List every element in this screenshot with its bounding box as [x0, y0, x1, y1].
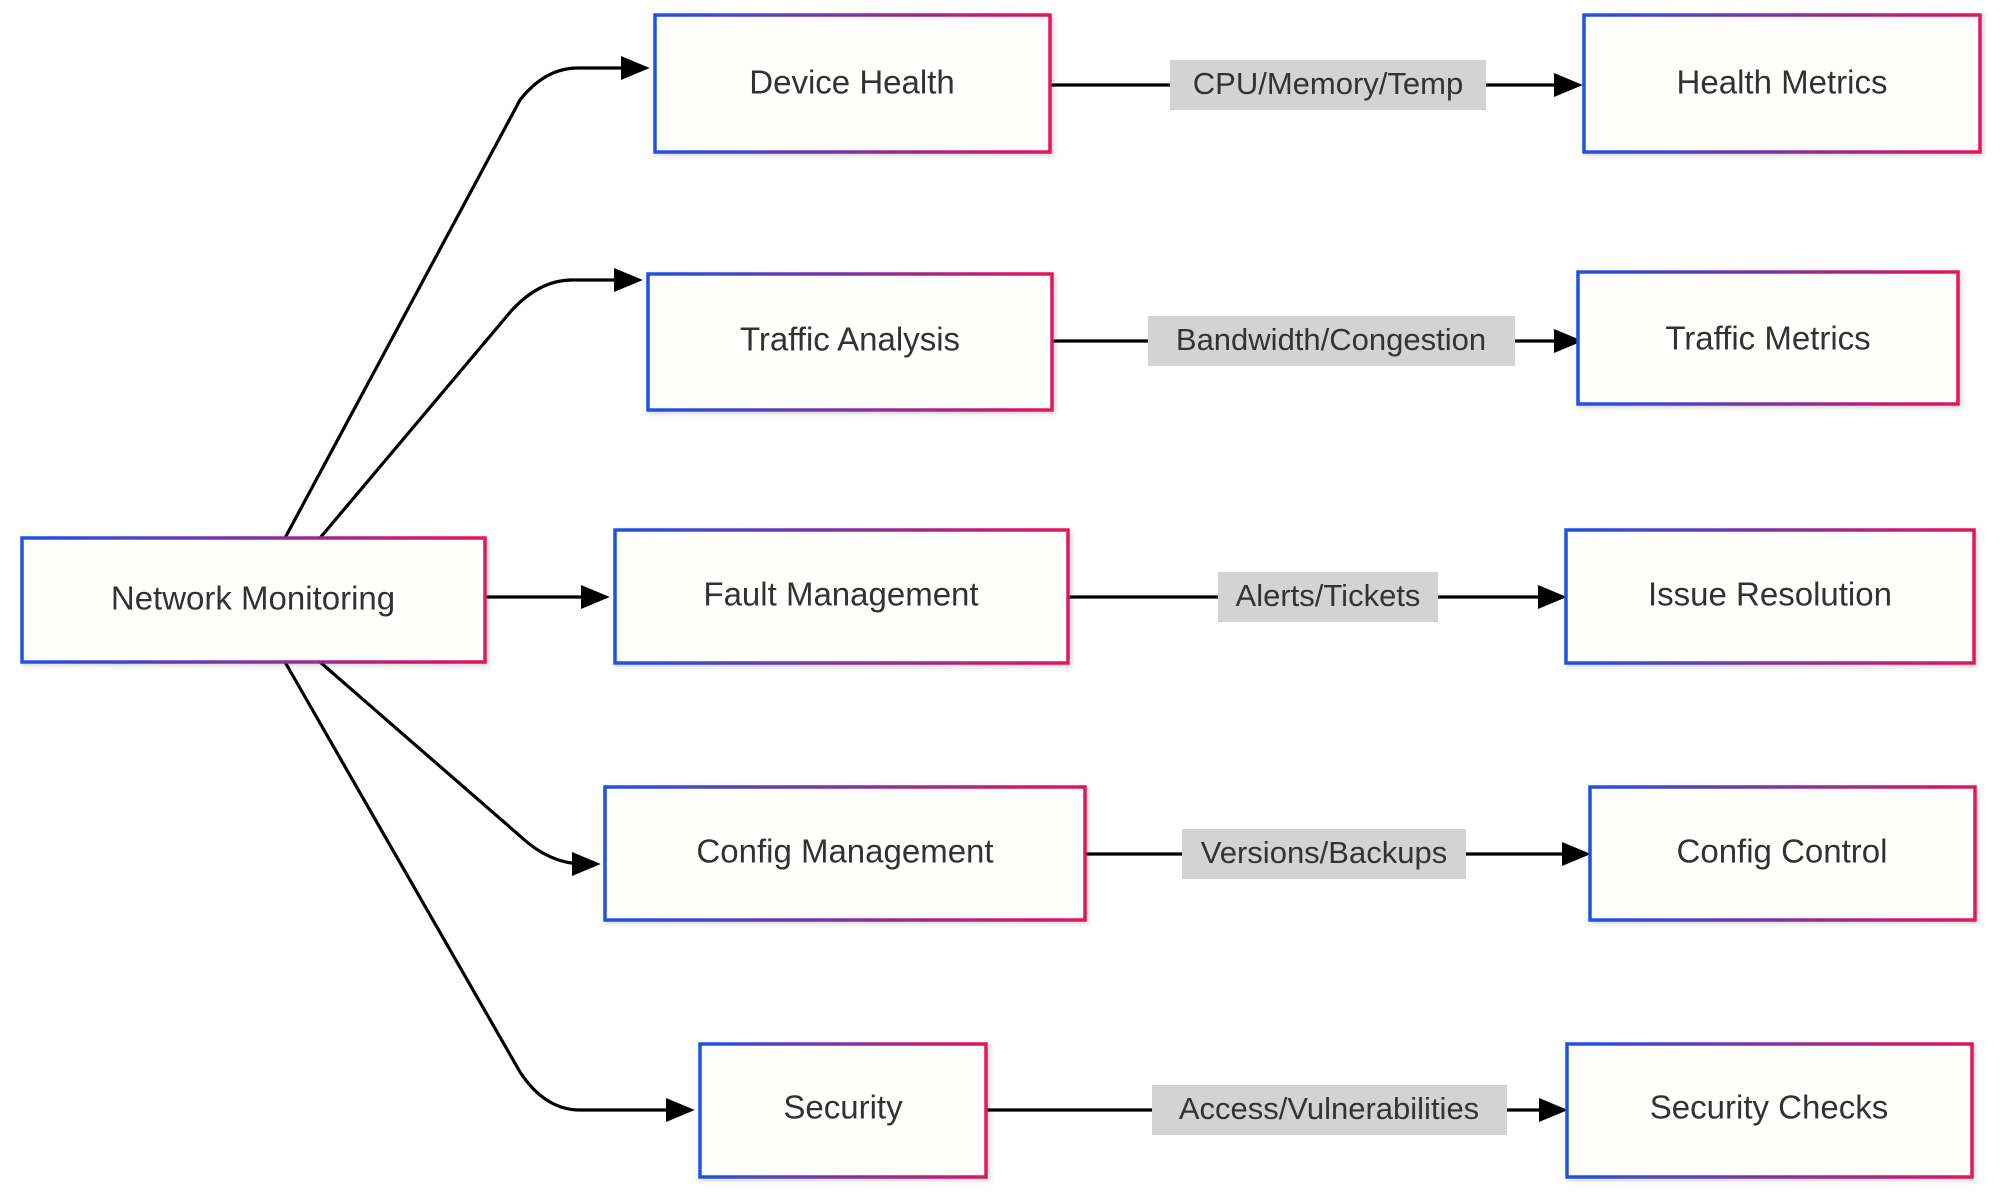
edge-label-text: Alerts/Tickets: [1236, 578, 1421, 613]
node-issue-resolution[interactable]: Issue Resolution: [1564, 528, 1976, 665]
node-box[interactable]: [698, 1042, 988, 1179]
node-label: Health Metrics: [1677, 64, 1888, 101]
edge-root-to-config-management: [318, 660, 601, 876]
node-label: Traffic Metrics: [1665, 320, 1870, 357]
node-health-metrics[interactable]: Health Metrics: [1582, 13, 1982, 154]
node-traffic-analysis[interactable]: Traffic Analysis: [646, 272, 1054, 412]
edge-label-bg: [1148, 316, 1515, 366]
node-security[interactable]: Security: [698, 1042, 988, 1179]
edge-root-to-security: [283, 661, 695, 1122]
node-box[interactable]: [1564, 528, 1976, 665]
edge-label-bg: [1170, 60, 1486, 110]
edge-label-versions-backups: Versions/Backups: [1182, 829, 1466, 879]
node-box[interactable]: [1576, 270, 1960, 406]
node-label: Traffic Analysis: [740, 321, 960, 358]
edge-group-root-to-mid: [283, 56, 695, 1122]
edge-label-text: Versions/Backups: [1201, 835, 1447, 870]
edge-label-alerts-tickets: Alerts/Tickets: [1218, 572, 1438, 622]
node-box[interactable]: [1565, 1042, 1974, 1179]
node-box[interactable]: [613, 528, 1070, 665]
node-config-control[interactable]: Config Control: [1588, 785, 1977, 922]
node-label: Issue Resolution: [1648, 576, 1892, 613]
node-label: Network Monitoring: [111, 580, 395, 617]
edge-label-cpu-memory-temp: CPU/Memory/Temp: [1170, 60, 1486, 110]
node-box[interactable]: [1582, 13, 1982, 154]
edge-label-text: Bandwidth/Congestion: [1176, 322, 1486, 357]
node-box[interactable]: [653, 13, 1052, 154]
node-box[interactable]: [603, 785, 1087, 922]
node-device-health[interactable]: Device Health: [653, 13, 1052, 154]
node-label: Config Management: [696, 833, 993, 870]
node-label: Security: [783, 1089, 903, 1126]
edge-label-group: CPU/Memory/Temp Bandwidth/Congestion Ale…: [1148, 60, 1515, 1135]
node-fault-management[interactable]: Fault Management: [613, 528, 1070, 665]
edge-label-bg: [1182, 829, 1466, 879]
edge-label-bg: [1152, 1085, 1507, 1135]
node-label: Device Health: [749, 64, 954, 101]
node-box[interactable]: [20, 536, 487, 664]
node-label: Fault Management: [703, 576, 978, 613]
node-config-management[interactable]: Config Management: [603, 785, 1087, 922]
node-box[interactable]: [646, 272, 1054, 412]
edge-label-text: Access/Vulnerabilities: [1179, 1091, 1479, 1126]
node-label: Config Control: [1677, 833, 1888, 870]
edge-root-to-traffic-analysis: [318, 268, 643, 540]
edge-label-text: CPU/Memory/Temp: [1193, 66, 1463, 101]
node-traffic-metrics[interactable]: Traffic Metrics: [1576, 270, 1960, 406]
node-network-monitoring[interactable]: Network Monitoring: [20, 536, 487, 664]
edge-root-to-device-health: [283, 56, 650, 539]
edge-label-bg: [1218, 572, 1438, 622]
node-security-checks[interactable]: Security Checks: [1565, 1042, 1974, 1179]
edge-label-access-vulnerabilities: Access/Vulnerabilities: [1152, 1085, 1507, 1135]
edge-label-bandwidth-congestion: Bandwidth/Congestion: [1148, 316, 1515, 366]
node-box[interactable]: [1588, 785, 1977, 922]
node-label: Security Checks: [1650, 1089, 1888, 1126]
